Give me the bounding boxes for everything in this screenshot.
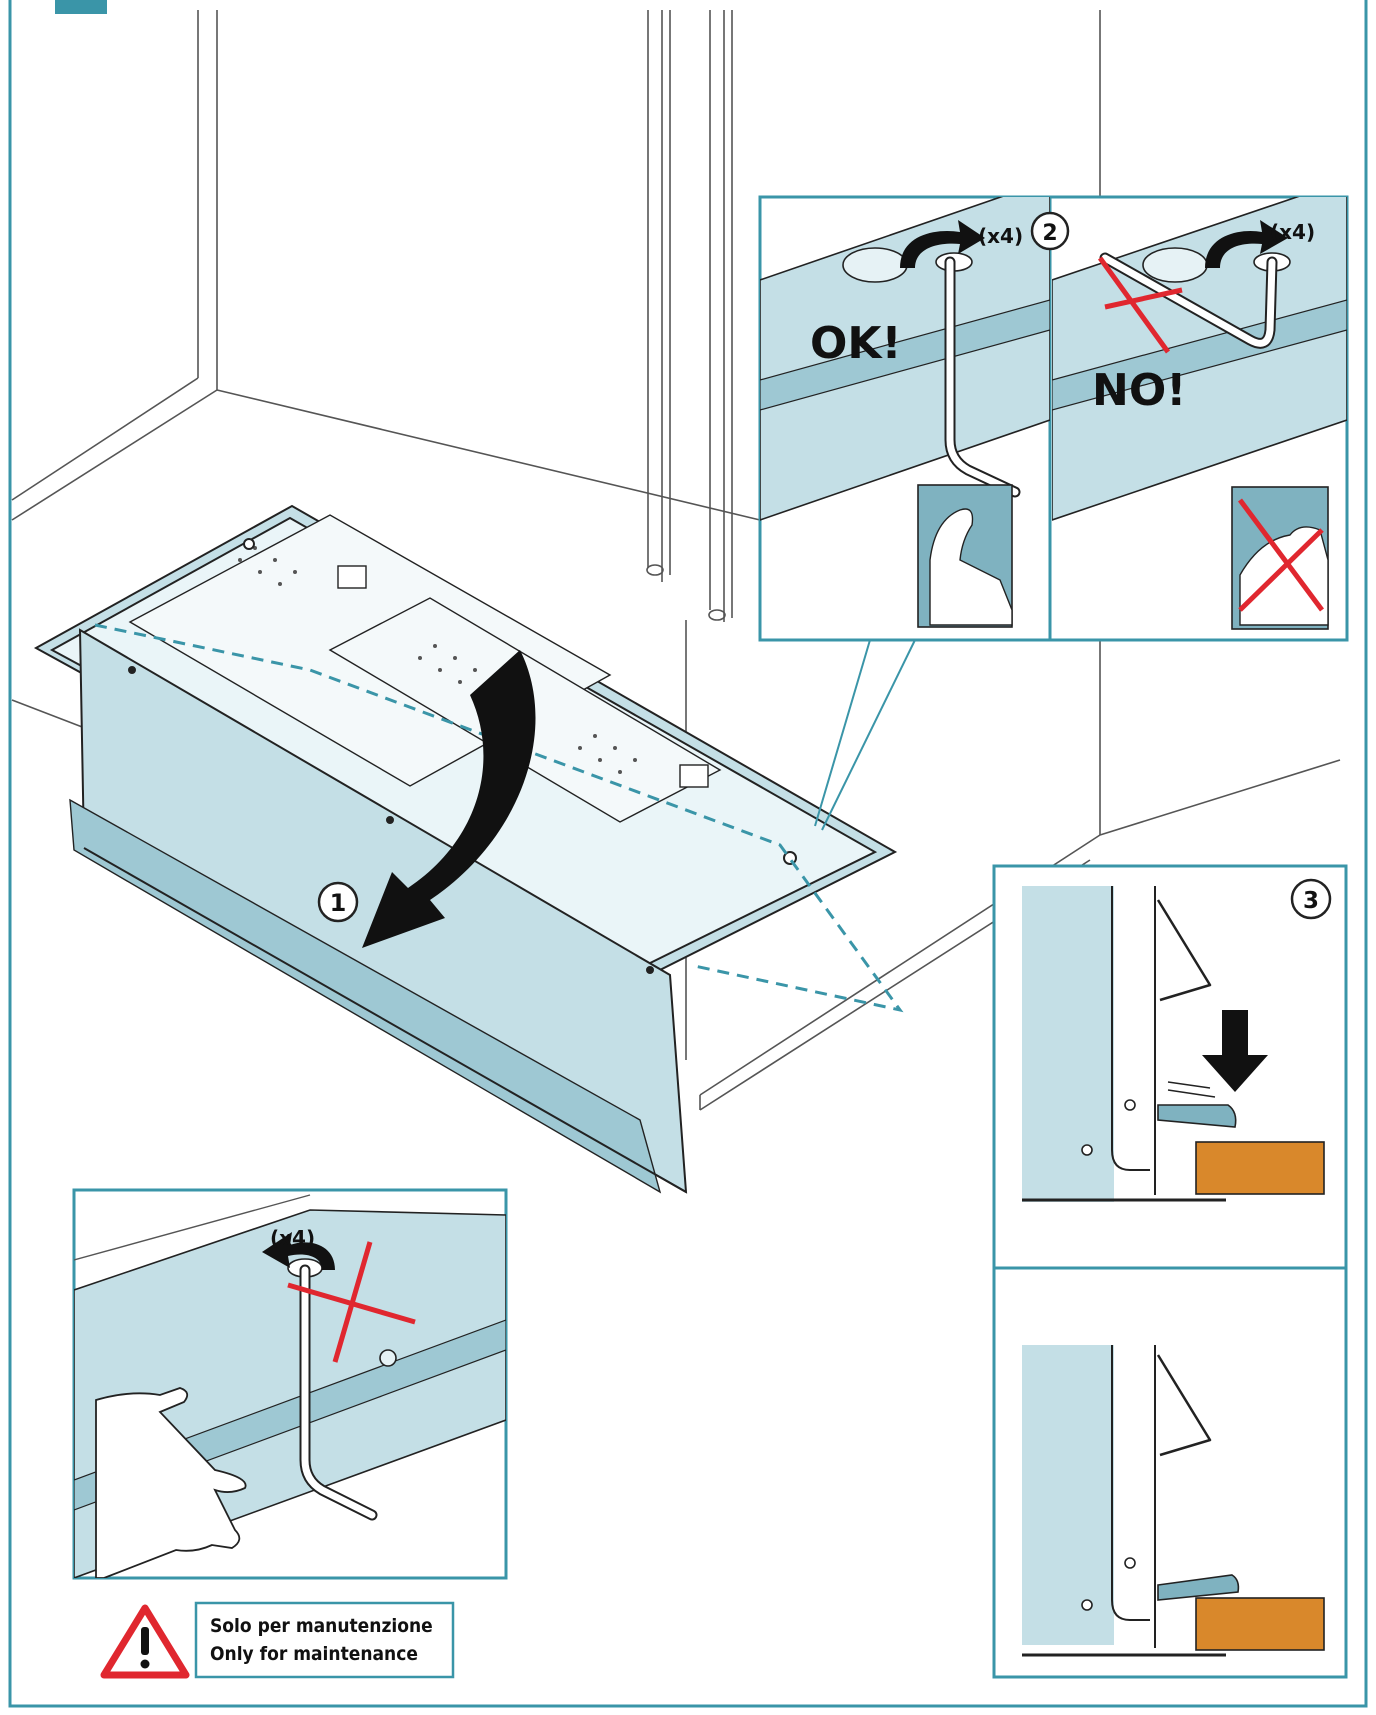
warning-triangle-icon [100, 1604, 190, 1679]
step-1-label: 1 [330, 889, 347, 917]
maintenance-count-label: (x4) [270, 1226, 315, 1250]
ok-count-label: (x4) [978, 224, 1023, 248]
page-frame [8, 0, 1368, 1708]
maintenance-note-line1: Solo per manutenzione [210, 1615, 433, 1637]
step-3-before [1022, 886, 1325, 1202]
ok-subpanel [760, 197, 1050, 628]
step-badge [55, 0, 107, 14]
press-down-arrow-icon [1202, 1010, 1268, 1092]
maintenance-note-box [194, 1601, 455, 1679]
no-count-label: (x4) [1270, 220, 1315, 244]
no-status-label: NO! [1092, 365, 1186, 416]
filter-perforation [238, 546, 637, 774]
step-2-marker [1030, 211, 1070, 251]
step-2-label: 2 [1042, 221, 1057, 246]
callout-leader [814, 639, 871, 827]
maintenance-scene [74, 1194, 506, 1578]
hand-icon [95, 1387, 247, 1578]
lower-flap-arrow-icon [362, 650, 536, 948]
no-subpanel [1052, 197, 1347, 630]
callout-leader [821, 639, 916, 831]
step-3-marker [1290, 878, 1332, 920]
step-3-label: 3 [1303, 888, 1319, 914]
flap-swing-outline [94, 623, 904, 1013]
maintenance-note-line2: Only for maintenance [210, 1643, 418, 1665]
step-3-after [1022, 1345, 1325, 1657]
ok-status-label: OK! [810, 318, 902, 369]
step-1-marker [317, 881, 359, 923]
